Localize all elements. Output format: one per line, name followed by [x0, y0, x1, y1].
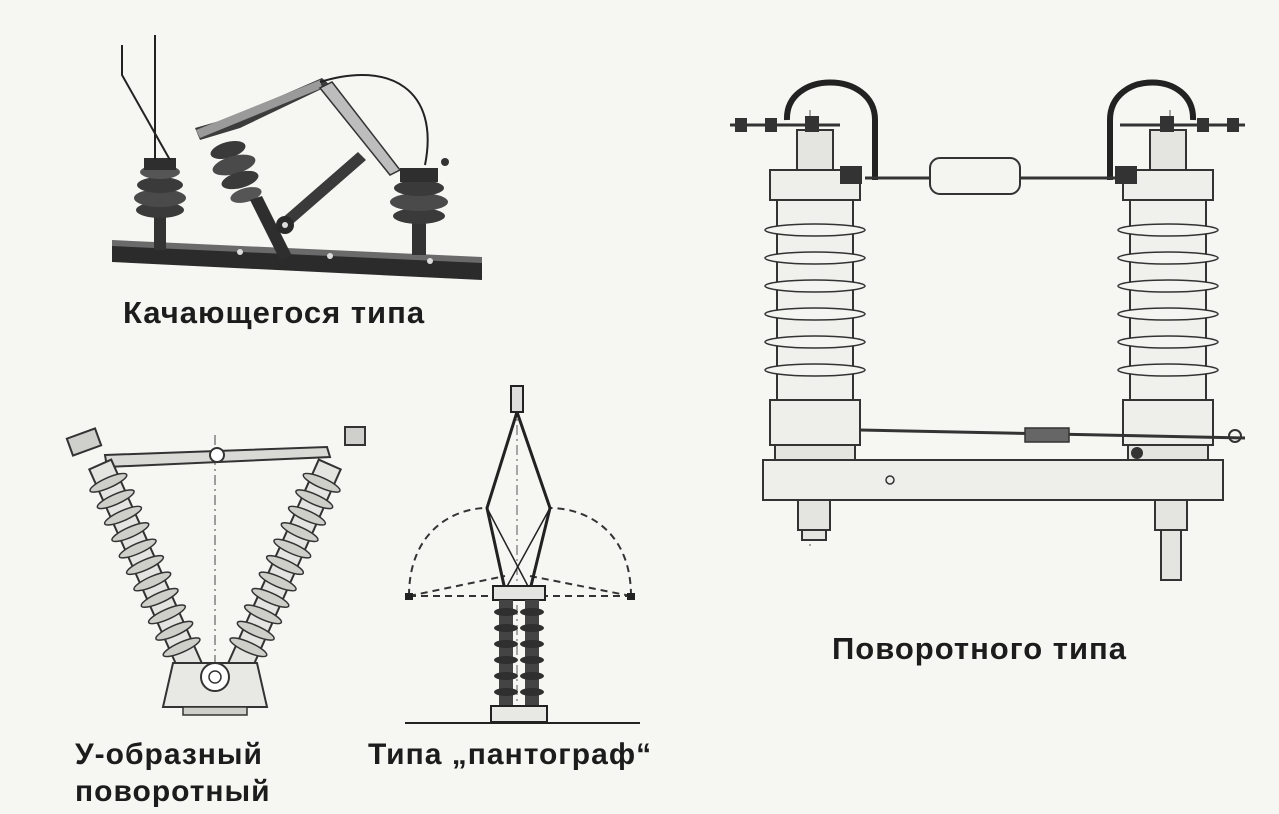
panto-head: [405, 585, 635, 601]
rotary-left-insulator: [764, 129, 866, 461]
rotary-drive-rod: [859, 427, 1246, 459]
panto-insulator-stack: [490, 600, 548, 723]
rotary-flexible-loops: [783, 79, 1197, 180]
swing-type-caption: Качающегося типа: [123, 295, 426, 330]
panto-swing-arc: [408, 507, 632, 597]
v-shaped-disconnector-figure: [55, 415, 375, 725]
v-base-block: [161, 662, 269, 716]
swing-disconnector-figure: [100, 30, 500, 290]
rotary-right-shaft: [1154, 499, 1188, 581]
rotary-contact-blade: [840, 157, 1137, 195]
v-left-insulator: [87, 458, 205, 677]
swing-lead-wires: [121, 35, 171, 161]
v-shaped-caption-line1: У-образный: [75, 738, 263, 771]
rotary-left-shaft: [797, 499, 831, 541]
rotary-type-caption: Поворотного типа: [832, 631, 1127, 666]
pantograph-disconnector-figure: [395, 380, 655, 730]
v-shaped-caption: У-образный поворотный: [75, 736, 271, 810]
rotary-top-terminals: [730, 116, 1245, 132]
swing-moving-insulator: [195, 78, 330, 260]
rotary-base-frame: [762, 459, 1224, 501]
panto-top-contact: [510, 385, 524, 413]
v-shaped-caption-line2: поворотный: [75, 775, 271, 808]
swing-left-insulator: [134, 158, 186, 250]
rotary-disconnector-figure: [725, 70, 1255, 590]
pantograph-caption: Типа „пантограф“: [368, 738, 653, 771]
swing-right-insulator: [390, 158, 449, 255]
rotary-right-insulator: [1117, 129, 1219, 461]
panto-arms: [485, 411, 552, 591]
swing-base-frame: [112, 240, 482, 280]
swing-operating-lever: [276, 152, 366, 234]
v-right-insulator: [225, 458, 343, 677]
swing-flexible-conductor: [318, 73, 429, 176]
